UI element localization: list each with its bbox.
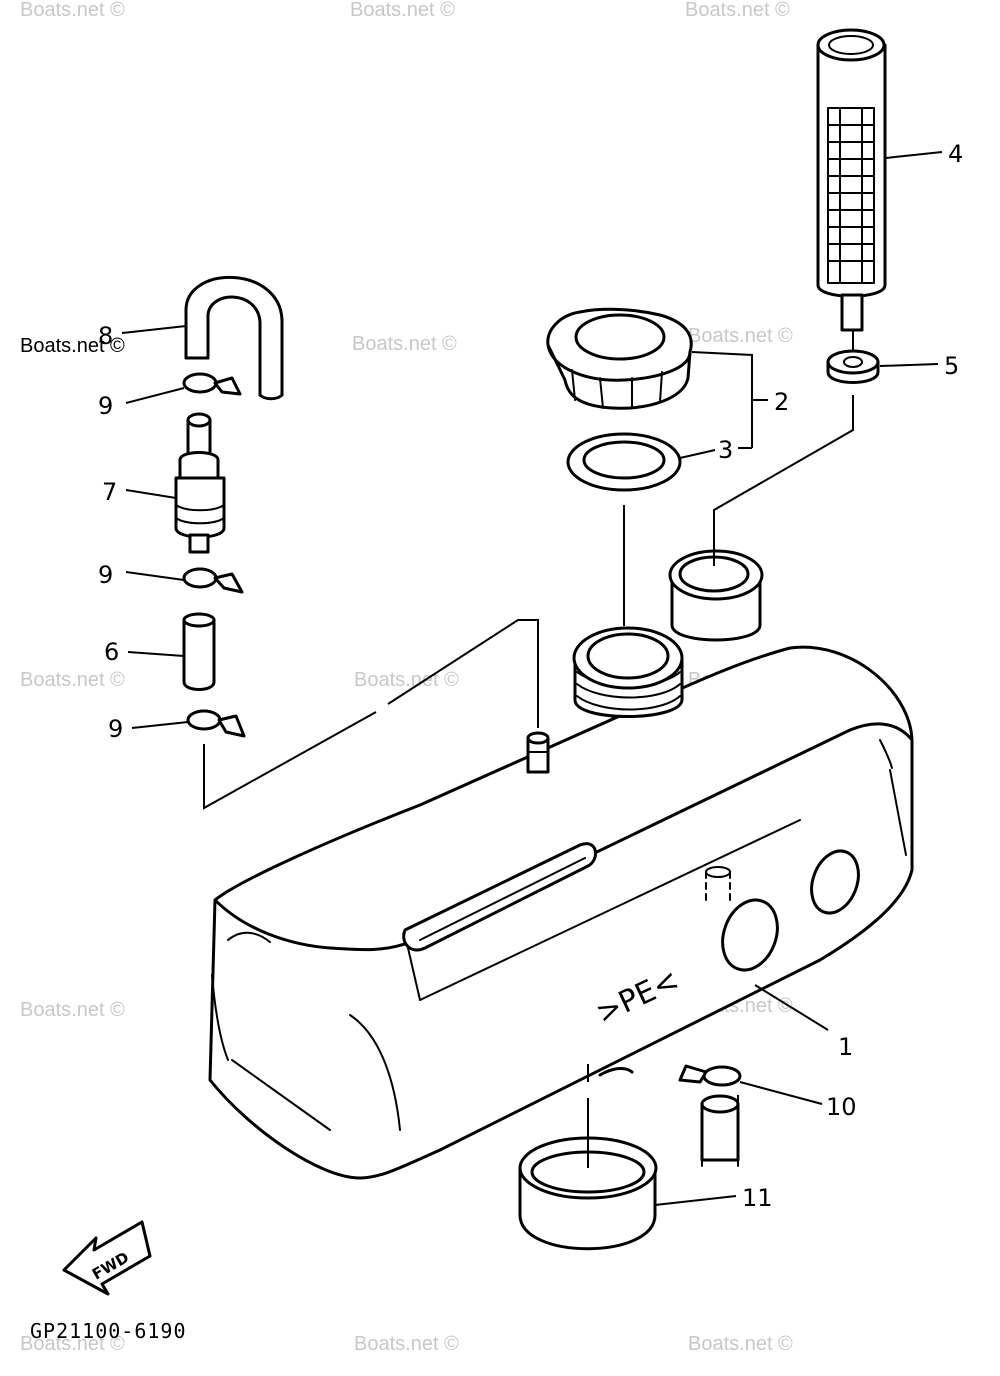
fuel-filter: [174, 412, 226, 554]
watermark: Boats.net ©: [354, 1333, 459, 1355]
watermark: Boats.net ©: [688, 1333, 793, 1355]
hose-bend: [184, 276, 284, 401]
callout-2: 2: [774, 388, 789, 416]
watermark: Boats.net ©: [350, 0, 455, 21]
callout-9: 9: [108, 715, 123, 743]
callout-11: 11: [742, 1184, 773, 1212]
forward-arrow-icon: FWD: [62, 1220, 152, 1296]
watermark: Boats.net ©: [20, 669, 125, 691]
callout-9: 9: [98, 561, 113, 589]
diagram-code: GP21100-6190: [30, 1319, 187, 1343]
watermark: Boats.net ©: [20, 335, 125, 357]
short-hose: [182, 612, 216, 691]
hose-clip-lower: [186, 709, 246, 738]
filler-neck: [572, 626, 684, 718]
callout-8: 8: [98, 322, 113, 350]
callout-5: 5: [944, 352, 959, 380]
callout-9: 9: [98, 392, 113, 420]
strainer-grommet: [826, 349, 880, 384]
callout-10: 10: [826, 1093, 857, 1121]
watermark: Boats.net ©: [688, 325, 793, 347]
callouts: 1 2 3 4 5 6 7 8 9 9 9 10 11: [98, 140, 963, 1212]
tank-hose-fitting: [526, 731, 550, 774]
hose-clip-middle: [182, 567, 244, 594]
watermark: Boats.net ©: [20, 1333, 125, 1355]
watermark: Boats.net ©: [352, 333, 457, 355]
callout-1: 1: [838, 1033, 853, 1061]
watermark: Boats.net ©: [20, 0, 125, 21]
fuel-strainer: [816, 28, 887, 332]
watermark: Boats.net ©: [685, 0, 790, 21]
callout-6: 6: [104, 638, 119, 666]
fuel-tank: >PE<: [208, 645, 914, 1180]
callout-4: 4: [948, 140, 963, 168]
hose-clip-bottom: [678, 1064, 742, 1087]
strainer-neck: [668, 549, 764, 642]
bottom-hose: [700, 1094, 740, 1167]
callout-3: 3: [718, 436, 733, 464]
watermark: Boats.net ©: [20, 999, 125, 1021]
assembly-lines: [203, 330, 854, 1168]
dashed-fitting: [705, 866, 731, 906]
callout-7: 7: [102, 478, 117, 506]
cap-gasket: [566, 432, 682, 492]
watermark: Boats.net ©: [354, 669, 459, 691]
filler-cap: [546, 307, 693, 410]
hose-clip-upper: [182, 372, 242, 396]
